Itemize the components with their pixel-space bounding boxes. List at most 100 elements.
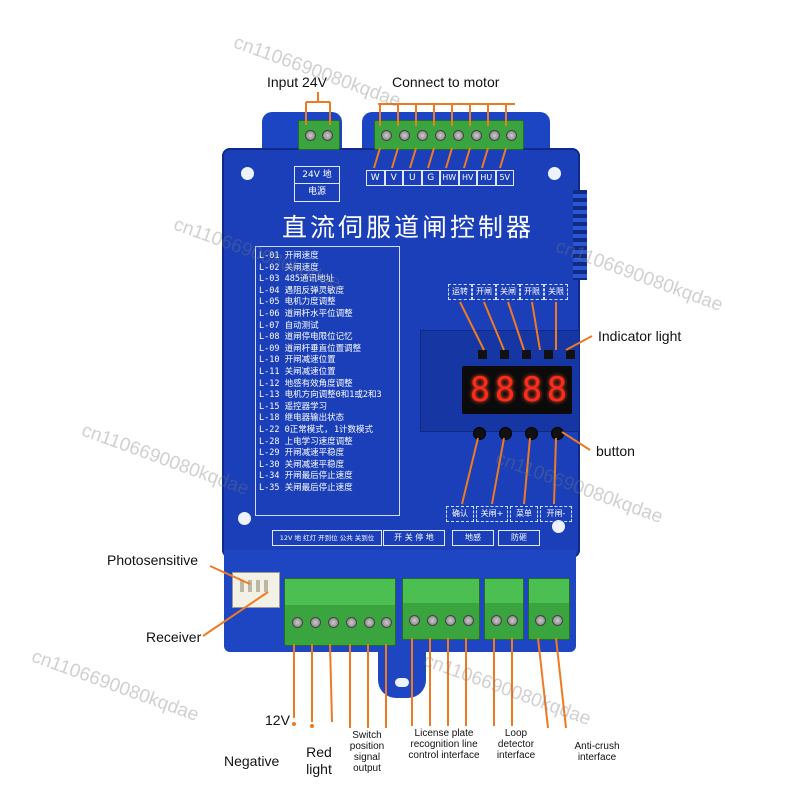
label-anti-crush: Anti-crush interface bbox=[574, 741, 620, 763]
bottom-label-group2: 开 关 停 地 bbox=[383, 530, 445, 546]
motor-terminal-block bbox=[374, 120, 524, 150]
parameter-code-line: L-30 关闸减速平稳度 bbox=[259, 459, 345, 470]
segment-digit-2: 8 bbox=[494, 370, 516, 410]
bottom-label-group3: 地感 bbox=[452, 530, 494, 546]
mount-hole bbox=[395, 678, 409, 687]
motor-terminal-labels: W V U G HW HV HU 5V bbox=[366, 170, 514, 186]
parameter-code-line: L-10 开闸减速位置 bbox=[259, 355, 336, 366]
motor-label-u: U bbox=[403, 170, 422, 186]
parameter-code-line: L-22 0正常模式, 1计数模式 bbox=[259, 424, 374, 435]
parameter-code-line: L-04 遇阻反弹灵敏度 bbox=[259, 285, 345, 296]
loop-detector-terminal-block bbox=[484, 578, 524, 640]
open-minus-button[interactable] bbox=[551, 427, 564, 440]
parameter-code-line: L-02 关闸速度 bbox=[259, 262, 319, 273]
screw-hole-bottom-left bbox=[238, 512, 251, 525]
parameter-code-line: L-09 道闸杆垂直位置调整 bbox=[259, 343, 362, 354]
parameter-code-line: L-08 道闸停电限位记忆 bbox=[259, 332, 353, 343]
screw-icon bbox=[507, 615, 518, 626]
motor-label-v: V bbox=[384, 170, 403, 186]
case-side-vents bbox=[573, 190, 587, 280]
label-input-24v: Input 24V bbox=[267, 74, 327, 90]
indicator-tag-open: 开闸 bbox=[472, 284, 496, 300]
motor-label-5v: 5V bbox=[495, 170, 514, 186]
led-indicator-row bbox=[478, 350, 578, 360]
button-tag-close-plus: 关闸+ bbox=[476, 506, 508, 522]
bottom-label-group1: 12V 地 红灯 开到位 公共 关到位 bbox=[272, 530, 382, 546]
screw-icon bbox=[409, 615, 420, 626]
signal-terminal-block bbox=[284, 578, 396, 646]
parameter-code-line: L-29 开闸减速平稳度 bbox=[259, 448, 345, 459]
parameter-code-line: L-34 开闸最后停止速度 bbox=[259, 471, 353, 482]
screw-icon bbox=[552, 615, 563, 626]
label-button: button bbox=[596, 443, 635, 459]
close-plus-button[interactable] bbox=[499, 427, 512, 440]
motor-label-w: W bbox=[366, 170, 385, 186]
parameter-code-line: L-06 道闸杆水平位调整 bbox=[259, 308, 353, 319]
power-terminal-block bbox=[298, 120, 340, 150]
screw-icon bbox=[292, 617, 303, 628]
screw-icon bbox=[445, 615, 456, 626]
parameter-code-line: L-35 关闸最后停止速度 bbox=[259, 482, 353, 493]
parameter-code-line: L-05 电机力度调整 bbox=[259, 297, 336, 308]
indicator-led bbox=[544, 350, 553, 359]
motor-label-hv: HV bbox=[458, 170, 477, 186]
parameter-code-line: L-12 地感有效角度调整 bbox=[259, 378, 353, 389]
label-photosensitive: Photosensitive bbox=[107, 552, 199, 568]
parameter-code-line: L-13 电机方向调整0和1或2和3 bbox=[259, 390, 382, 401]
indicator-led bbox=[522, 350, 531, 359]
screw-icon bbox=[535, 615, 546, 626]
screw-icon bbox=[364, 617, 375, 628]
parameter-code-line: L-01 开闸速度 bbox=[259, 251, 319, 261]
power-label-bottom: 电源 bbox=[295, 183, 339, 200]
indicator-tag-close: 关闸 bbox=[496, 284, 520, 300]
screw-hole-top-left bbox=[241, 167, 254, 180]
menu-button[interactable] bbox=[525, 427, 538, 440]
screw-icon bbox=[435, 130, 446, 141]
label-red-light: Red light bbox=[306, 744, 332, 777]
label-12v: 12V bbox=[265, 712, 290, 728]
screw-hole-bottom-right bbox=[552, 520, 565, 533]
parameter-code-line: L-18 继电器输出状态 bbox=[259, 413, 345, 424]
screw-icon bbox=[471, 130, 482, 141]
parameter-code-line: L-07 自动测试 bbox=[259, 320, 319, 331]
label-connect-motor: Connect to motor bbox=[392, 74, 500, 90]
indicator-tag-run: 运转 bbox=[448, 284, 472, 300]
label-receiver: Receiver bbox=[146, 629, 202, 645]
screw-icon bbox=[453, 130, 464, 141]
screw-icon bbox=[381, 617, 392, 628]
screw-icon bbox=[427, 615, 438, 626]
screw-hole-top-right bbox=[548, 167, 561, 180]
screw-icon bbox=[417, 130, 428, 141]
segment-digit-4: 8 bbox=[546, 370, 568, 410]
parameter-code-line: L-11 关闸减速位置 bbox=[259, 366, 336, 377]
power-label-top: 24V 地 bbox=[302, 170, 332, 180]
parameter-code-line: L-28 上电学习速度调整 bbox=[259, 436, 353, 447]
screw-icon bbox=[463, 615, 474, 626]
indicator-led bbox=[566, 350, 575, 359]
indicator-led bbox=[500, 350, 509, 359]
confirm-button[interactable] bbox=[473, 427, 486, 440]
seven-segment-display bbox=[462, 366, 572, 414]
screw-icon bbox=[346, 617, 357, 628]
connector-pins bbox=[240, 580, 270, 592]
case-bottom-tab bbox=[378, 648, 426, 698]
motor-label-hu: HU bbox=[477, 170, 496, 186]
power-label-box: 24V 地 电源 bbox=[294, 166, 340, 202]
screw-icon bbox=[328, 617, 339, 628]
indicator-tag-row: 运转 开闸 关闸 开限 关限 bbox=[448, 284, 568, 300]
screw-icon bbox=[310, 617, 321, 628]
label-switch-position: Switch position signal output bbox=[349, 730, 385, 774]
segment-digit-1: 8 bbox=[469, 370, 491, 410]
label-indicator-light: Indicator light bbox=[598, 328, 682, 344]
screw-icon bbox=[399, 130, 410, 141]
motor-label-hw: HW bbox=[440, 170, 459, 186]
screw-icon bbox=[381, 130, 392, 141]
bottom-label-group4: 防砸 bbox=[498, 530, 540, 546]
segment-digit-3: 8 bbox=[521, 370, 543, 410]
label-negative: Negative bbox=[224, 753, 280, 769]
panel-title: 直流伺服道闸控制器 bbox=[281, 213, 534, 242]
license-plate-terminal-block bbox=[402, 578, 480, 640]
button-tag-confirm: 确认 bbox=[446, 506, 474, 522]
